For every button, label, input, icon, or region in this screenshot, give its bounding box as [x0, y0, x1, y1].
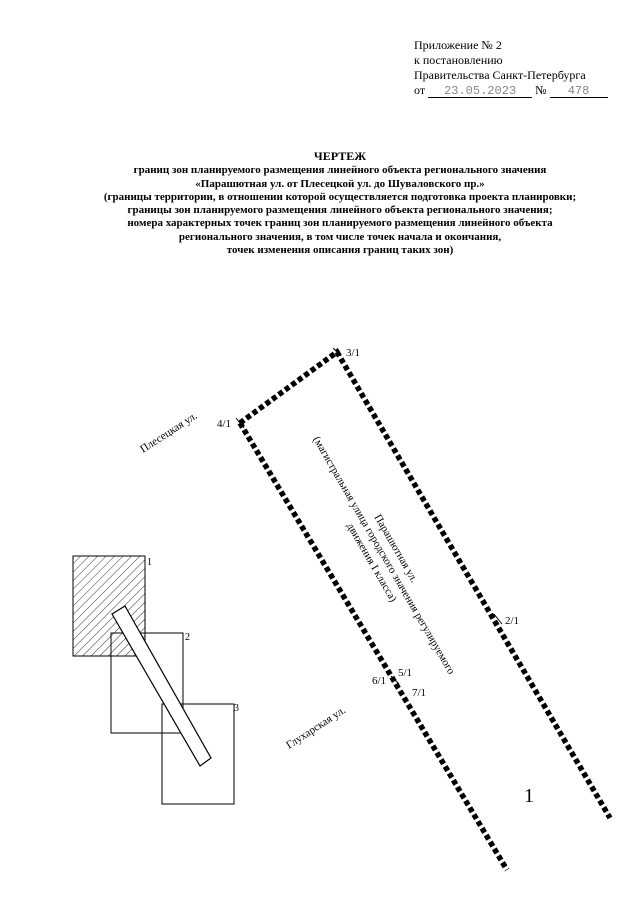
key-sheet-3-label: 3 — [234, 703, 239, 714]
point-label-7-1: 7/1 — [412, 687, 426, 699]
key-sheet-3 — [161, 703, 235, 805]
date-value: 23.05.2023 — [428, 85, 533, 98]
point-label-3-1: 3/1 — [346, 347, 360, 359]
point-label-5-1: 5/1 — [398, 667, 412, 679]
number-value: 478 — [549, 85, 608, 98]
key-map: 1 2 3 — [72, 555, 239, 805]
header-line-4: границы зон планируемого размещения лине… — [127, 204, 553, 217]
street-label-parashyutnaya: Парашютная ул. (магистральная улица горо… — [310, 434, 457, 676]
header-line-7: точек изменения описания границ таких зо… — [226, 244, 454, 257]
appendix-line-1: Приложение № 2 — [414, 38, 502, 52]
key-sheet-1-label: 1 — [147, 557, 152, 568]
point-label-2-1: 2/1 — [505, 615, 519, 627]
header-line-5: номера характерных точек границ зон план… — [127, 217, 553, 230]
header-line-3: (границы территории, в отношении которой… — [103, 190, 577, 203]
key-route-outline — [111, 605, 212, 767]
street-label-glukharskaya: Глухарская ул. — [284, 704, 348, 751]
corner-markers — [235, 347, 503, 685]
date-prefix: от — [414, 83, 426, 97]
zone-boundary — [237, 347, 613, 872]
header-line-6: регионального значения, в том числе точе… — [178, 230, 502, 243]
header-line-1: границ зон планируемого размещения линей… — [133, 164, 547, 177]
point-label-4-1: 4/1 — [217, 418, 231, 430]
number-prefix: № — [535, 83, 547, 97]
appendix-date-row: от 23.05.2023 № 478 — [414, 83, 608, 98]
key-sheet-2-label: 2 — [185, 632, 190, 643]
drawing-header: ЧЕРТЕЖ границ зон планируемого размещени… — [60, 149, 620, 257]
parashyutnaya-line-2: (магистральная улица городского значения… — [310, 434, 457, 676]
key-sheet-1 — [72, 555, 146, 657]
zone-number-label: 1 — [524, 785, 534, 807]
key-sheet-2 — [110, 632, 184, 734]
boundary-line-left — [237, 421, 510, 872]
appendix-line-2: к постановлению — [414, 53, 503, 67]
header-line-2: «Парашютная ул. от Плесецкой ул. до Шува… — [195, 177, 485, 190]
appendix-line-3: Правительства Санкт-Петербурга — [414, 68, 586, 82]
drawing-title: ЧЕРТЕЖ — [313, 149, 367, 163]
street-label-plesetskaya: Плесецкая ул. — [138, 410, 200, 456]
appendix-block: Приложение № 2 к постановлению Правитель… — [414, 38, 608, 98]
point-label-6-1: 6/1 — [372, 675, 386, 687]
